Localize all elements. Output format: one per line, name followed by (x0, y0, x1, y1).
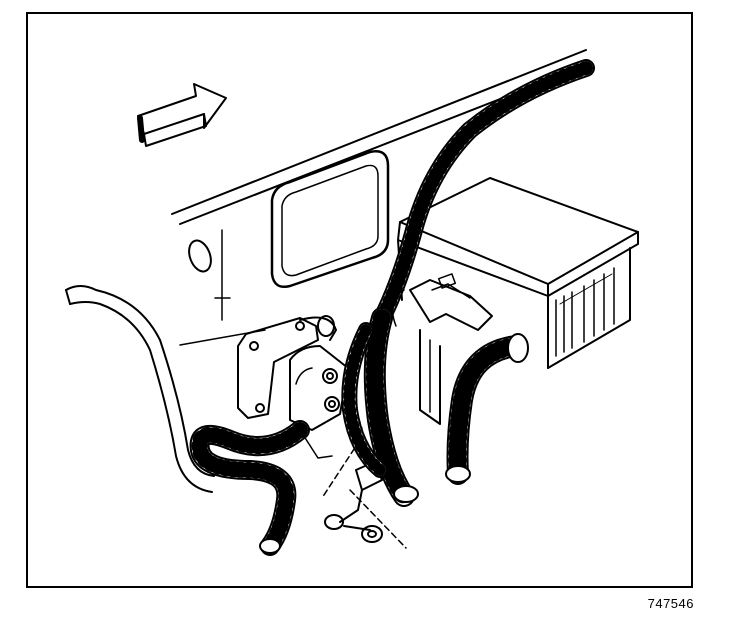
harness-lead (299, 429, 333, 459)
cable-left (65, 285, 215, 493)
direction-arrow-icon (137, 83, 227, 147)
conduit-right (446, 333, 529, 485)
conduit-center (363, 307, 415, 507)
mounting-bracket (409, 273, 493, 425)
conduit-lower-left (189, 420, 310, 556)
conduit-end (393, 485, 419, 503)
conduit-loop-left (341, 322, 388, 478)
conduit-upper (373, 59, 595, 327)
panel-hole (188, 239, 212, 273)
conduit-end (259, 538, 281, 554)
conduit-end (445, 465, 471, 483)
figure-number: 747546 (647, 596, 694, 611)
illustration-frame (26, 12, 693, 588)
short-wire (391, 289, 405, 327)
panel-window-opening (270, 150, 390, 288)
